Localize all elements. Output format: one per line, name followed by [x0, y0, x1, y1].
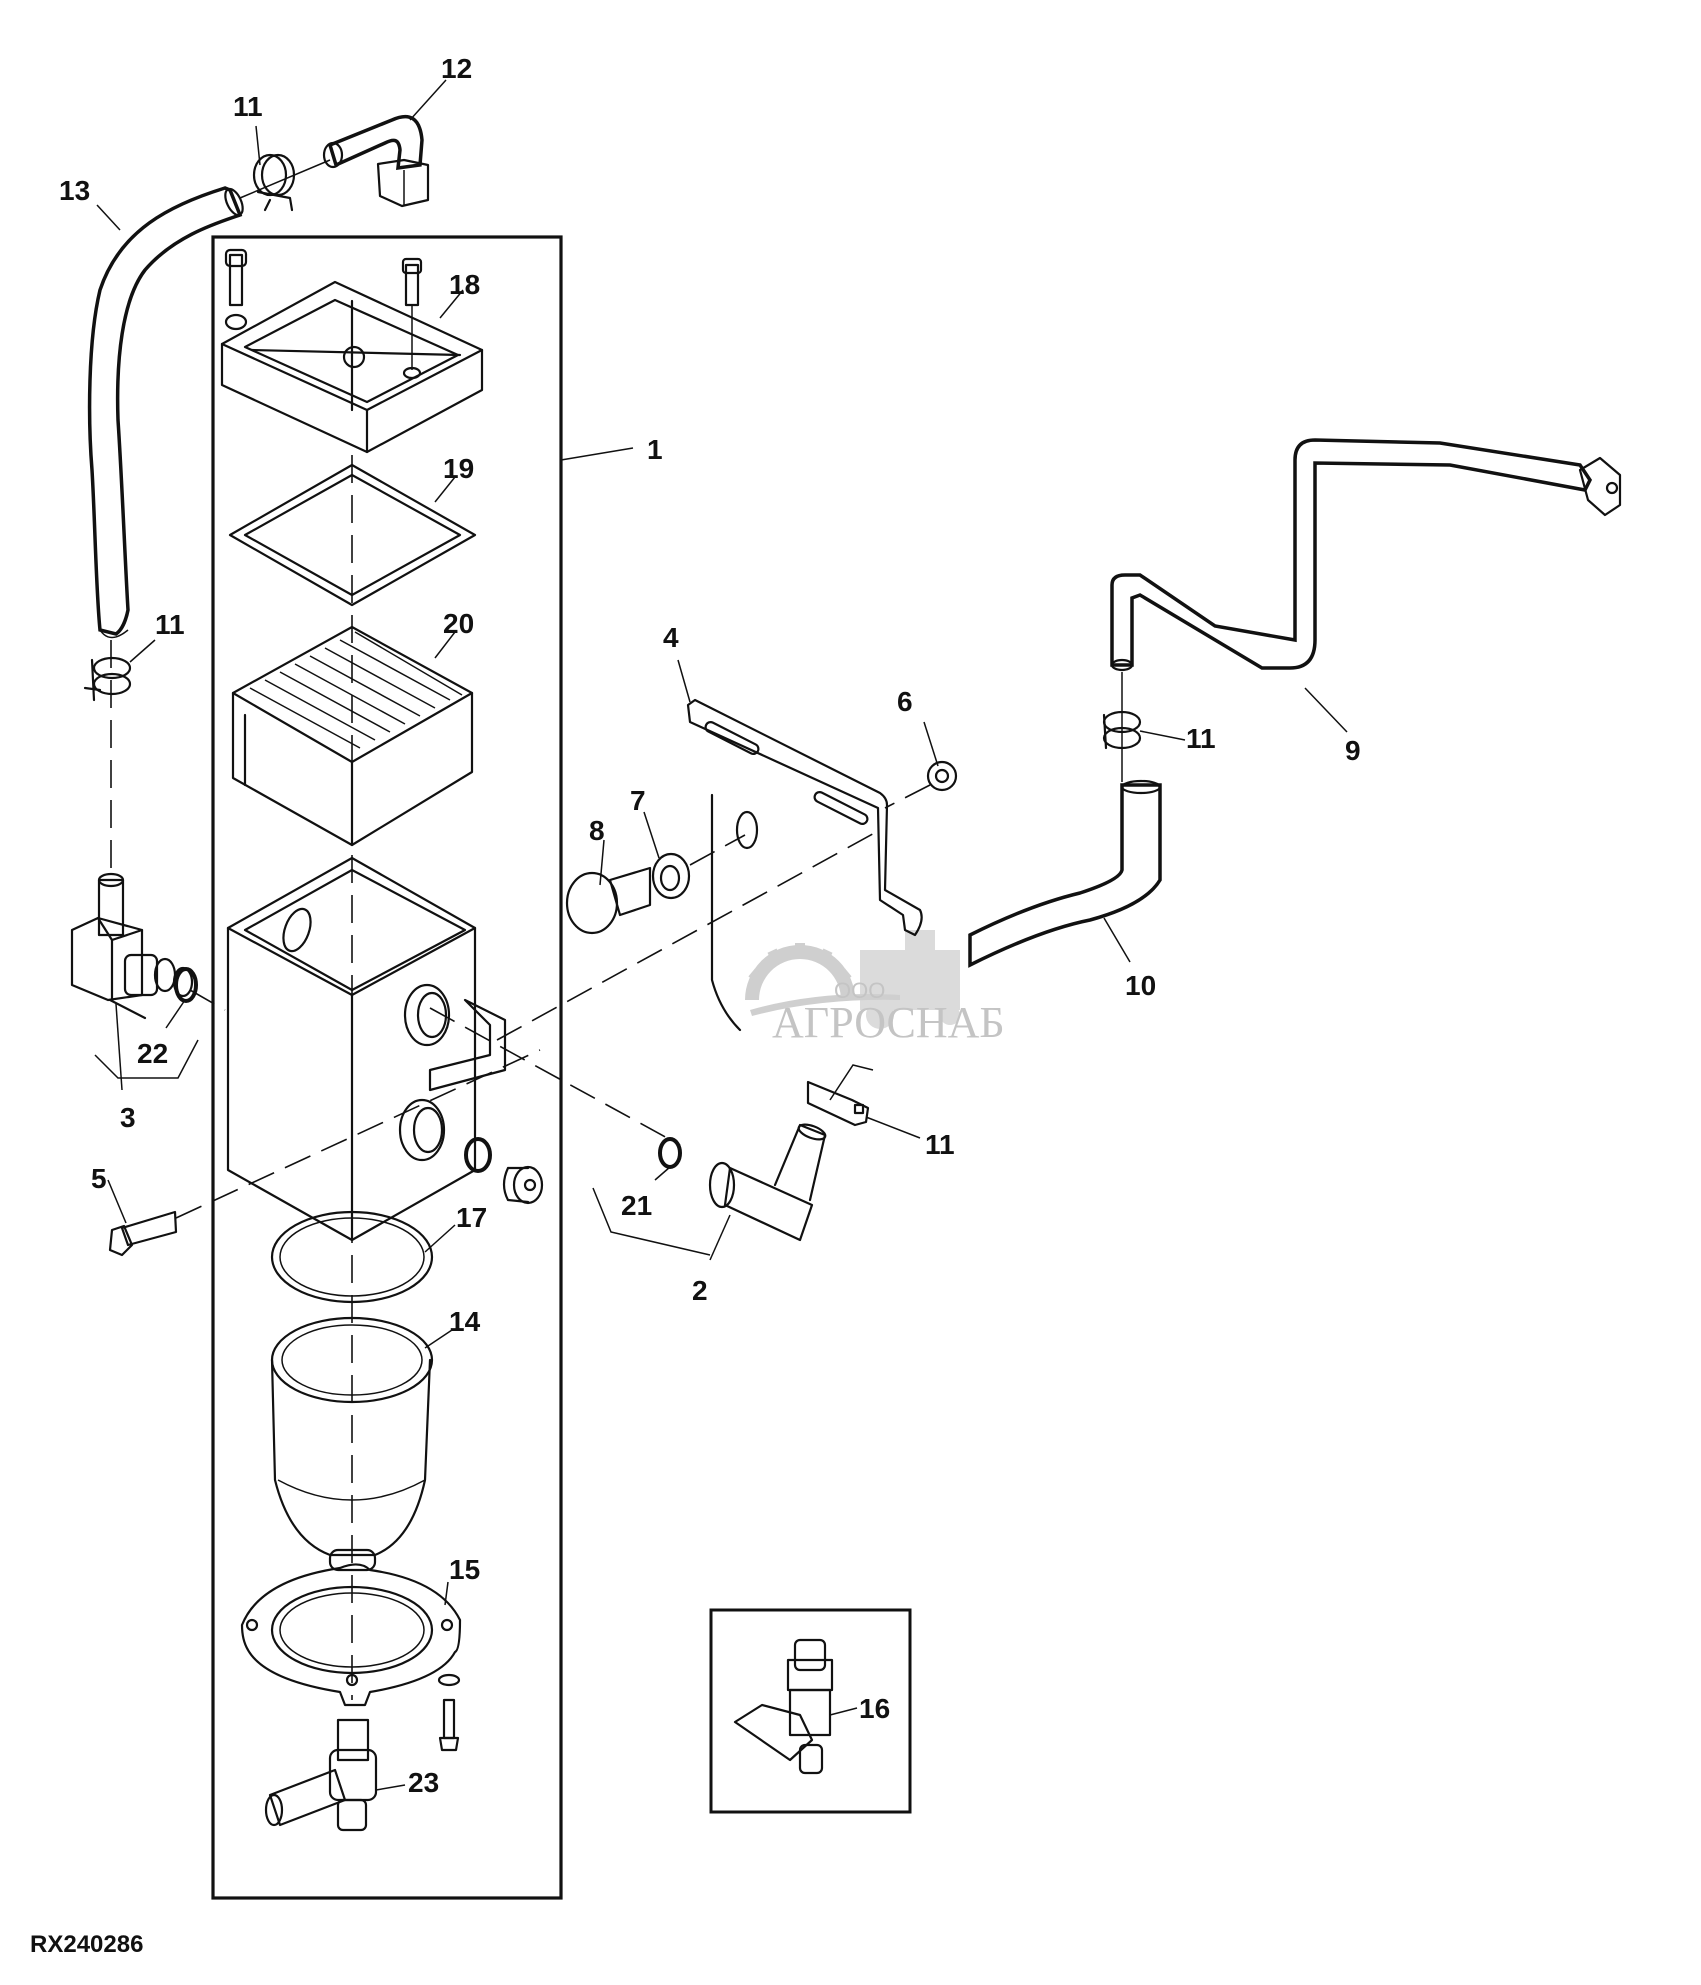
callout-21: 21	[621, 1190, 652, 1221]
figure-id: RX240286	[30, 1931, 143, 1958]
gasket-19	[228, 463, 477, 607]
drain-valve-23	[264, 1718, 378, 1832]
watermark-logo: ООО АГРОСНАБ	[745, 930, 1005, 1047]
callout-3: 3	[120, 1102, 136, 1133]
callout-19: 19	[443, 453, 474, 484]
callout-1: 1	[647, 434, 663, 465]
callout-2: 2	[692, 1275, 708, 1306]
callout-6: 6	[897, 686, 913, 717]
callout-11-left: 11	[155, 609, 185, 640]
callout-22: 22	[137, 1038, 168, 1069]
elbow-fuel-line-12	[322, 114, 430, 208]
callout-13: 13	[59, 175, 90, 206]
hose-13	[87, 186, 243, 636]
o-ring-17	[270, 1210, 434, 1304]
combine-harvester-icon	[860, 930, 960, 1029]
hose-clamp-left	[83, 656, 132, 702]
washer-7	[651, 852, 691, 900]
valve-fitting-3	[70, 872, 194, 1020]
plug	[502, 1165, 544, 1205]
callout-12: 12	[441, 53, 472, 84]
callout-9: 9	[1345, 735, 1361, 766]
callout-20: 20	[443, 608, 474, 639]
callout-23: 23	[408, 1767, 439, 1798]
filter-housing	[226, 856, 507, 1242]
fuel-line-9	[1110, 438, 1622, 672]
callout-11-right: 11	[1186, 723, 1216, 754]
assembly-group-frame	[211, 235, 563, 1900]
callout-7: 7	[630, 785, 646, 816]
o-ring-22-shape	[174, 967, 198, 1003]
callout-5: 5	[91, 1163, 107, 1194]
callout-17: 17	[456, 1202, 487, 1233]
callout-15: 15	[449, 1554, 480, 1585]
callout-18: 18	[449, 269, 480, 300]
retaining-ring-15	[240, 1563, 462, 1707]
gear-icon	[745, 943, 855, 1000]
watermark-prefix: ООО	[834, 978, 885, 1003]
callout-14: 14	[449, 1306, 481, 1337]
cap-screw-5	[108, 1210, 178, 1257]
callout-10: 10	[1125, 970, 1156, 1001]
callout-11-sensor: 11	[925, 1129, 955, 1160]
screw-15	[437, 1673, 461, 1752]
leader-lines	[96, 79, 1348, 1791]
nut-6	[926, 760, 958, 792]
callout-8: 8	[589, 815, 605, 846]
filter-element-20	[231, 625, 474, 847]
callout-11-top: 11	[233, 91, 263, 122]
elbow-sensor-2	[708, 1123, 827, 1242]
o-ring-21	[658, 1137, 682, 1169]
cover-18	[220, 248, 484, 454]
cap-screw-8	[565, 866, 652, 935]
drain-valve-16	[733, 1638, 834, 1775]
callout-4: 4	[663, 622, 679, 653]
hose-clamp-sensor	[806, 1080, 870, 1127]
inset-frame	[709, 1608, 912, 1814]
bowl-14	[270, 1316, 434, 1572]
callout-16: 16	[859, 1693, 890, 1724]
hose-10	[968, 779, 1162, 968]
callout-labels: 12 11 13 18 1 19 11 20 4 6 11 9 7 8 10 2…	[59, 53, 1361, 1798]
mounting-bracket-4	[686, 698, 923, 1032]
watermark-name: АГРОСНАБ	[772, 998, 1005, 1047]
o-ring-17a	[464, 1137, 492, 1173]
